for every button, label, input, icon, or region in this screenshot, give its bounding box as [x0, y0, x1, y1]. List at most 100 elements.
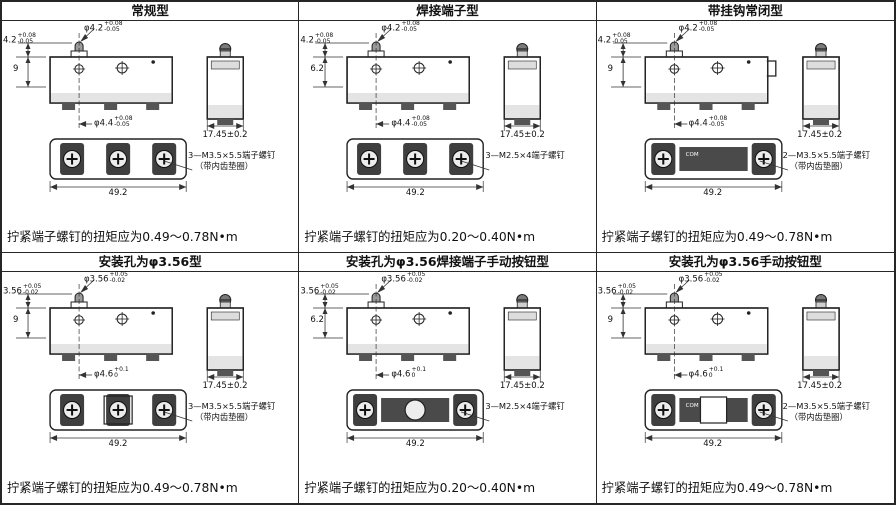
screw-spec-note: 3—M2.5×4端子螺钉	[485, 150, 565, 160]
screw-spec-note: 2—M3.5×5.5端子螺钉	[782, 400, 870, 411]
dim-body-offset: 6.2	[310, 64, 324, 74]
washer-note: （带内齿垫圈）	[789, 161, 848, 171]
tolerance-stack: +0.1 0	[708, 365, 724, 379]
screw-spec-note: 3—M3.5×5.5端子螺钉	[188, 150, 276, 160]
dim-body-width: 17.45±0.2	[202, 130, 248, 140]
panel-title: 常规型	[2, 2, 299, 21]
tolerance-stack: +0.08 -0.05	[708, 115, 728, 129]
switch-technical-drawing	[610, 28, 840, 193]
tolerance-stack: +0.05 -0.02	[704, 270, 723, 284]
tolerance-stack: +0.1 0	[411, 365, 427, 379]
washer-note: （带内齿垫圈）	[195, 411, 254, 422]
dim-body-width: 17.45±0.2	[797, 380, 843, 391]
dim-plunger-diameter: φ4.2+0.08 -0.05	[381, 20, 420, 34]
tolerance-stack: +0.08 -0.05	[612, 32, 631, 46]
dim-plunger-height: 3.56+0.05 -0.02	[3, 282, 42, 296]
torque-note: 拧紧端子螺钉的扭矩应为0.20～0.40N•m	[304, 230, 536, 244]
dim-hole-diameter: φ4.4+0.08 -0.05	[391, 115, 430, 129]
dim-body-offset: 9	[607, 314, 614, 325]
dim-hole-diameter: φ4.6+0.1 0	[391, 365, 427, 379]
dim-body-width: 17.45±0.2	[202, 380, 248, 391]
dim-plunger-diameter: φ4.2+0.08 -0.05	[678, 20, 718, 34]
dim-plunger-height: 3.56+0.05 -0.02	[597, 282, 636, 296]
dim-body-length: 49.2	[108, 188, 128, 198]
dimension-drawing-area: φ4.2+0.08 -0.05 4.2+0.08 -0.05 9 φ4.4+0.…	[2, 20, 298, 226]
dim-body-offset: 9	[13, 314, 19, 325]
panel-title: 安装孔为φ3.56焊接端子手动按钮型	[299, 253, 596, 272]
dim-body-width: 17.45±0.2	[499, 130, 545, 140]
panel-title: 焊接端子型	[299, 2, 596, 21]
dimension-panel: 安装孔为φ3.56焊接端子手动按钮型 φ3.56+0.05 -0.02 3.56…	[299, 252, 597, 503]
dim-plunger-height: 3.56+0.05 -0.02	[300, 282, 339, 296]
tolerance-stack: +0.05 -0.02	[406, 270, 426, 284]
dim-plunger-diameter: φ3.56+0.05 -0.02	[678, 270, 723, 284]
switch-technical-drawing	[610, 279, 840, 443]
torque-note: 拧紧端子螺钉的扭矩应为0.49～0.78N•m	[601, 230, 833, 244]
tolerance-stack: +0.05 -0.02	[617, 282, 636, 296]
manual-button-circle	[404, 398, 427, 421]
dim-body-length: 49.2	[108, 438, 128, 449]
dim-plunger-diameter: φ3.56+0.05 -0.02	[84, 270, 128, 284]
dim-body-width: 17.45±0.2	[499, 380, 545, 391]
tolerance-stack: +0.05 -0.02	[22, 282, 42, 296]
terminal-label: COM	[685, 152, 699, 158]
panel-title: 带挂钩常闭型	[596, 2, 894, 21]
dim-body-length: 49.2	[405, 188, 425, 198]
washer-note: （带内齿垫圈）	[195, 161, 254, 171]
dimension-panel: 安装孔为φ3.56手动按钮型 φ3.56+0.05 -0.02 3.56+0.0…	[596, 252, 894, 503]
tolerance-stack: +0.08 -0.05	[698, 20, 718, 34]
dimension-drawing-area: φ3.56+0.05 -0.02 3.56+0.05 -0.02 9 φ4.6+…	[597, 270, 894, 477]
dim-body-width: 17.45±0.2	[797, 130, 843, 140]
tolerance-stack: +0.08 -0.05	[314, 32, 334, 46]
torque-note: 拧紧端子螺钉的扭矩应为0.20～0.40N•m	[304, 480, 536, 495]
panel-title: 安装孔为φ3.56手动按钮型	[596, 253, 894, 272]
dim-hole-diameter: φ4.6+0.1 0	[94, 365, 129, 379]
dimension-drawing-area: φ4.2+0.08 -0.05 4.2+0.08 -0.05 9 φ4.4+0.…	[597, 20, 894, 226]
torque-note: 拧紧端子螺钉的扭矩应为0.49～0.78N•m	[7, 480, 238, 495]
dimension-panel: 带挂钩常闭型 φ4.2+0.08 -0.05 4.2+0.08 -0.05 9 …	[596, 2, 894, 253]
panel-title: 安装孔为φ3.56型	[2, 253, 299, 272]
screw-spec-note: 3—M3.5×5.5端子螺钉	[188, 400, 276, 411]
switch-technical-drawing	[312, 279, 542, 443]
dim-hole-diameter: φ4.4+0.08 -0.05	[688, 115, 728, 129]
dim-body-offset: 6.2	[310, 314, 324, 325]
dim-body-length: 49.2	[405, 438, 425, 449]
dim-body-length: 49.2	[703, 438, 723, 449]
dim-body-offset: 9	[607, 64, 614, 74]
switch-technical-drawing	[312, 28, 542, 193]
terminal-label: COM	[685, 402, 699, 409]
tolerance-stack: +0.08 -0.05	[401, 20, 420, 34]
dim-plunger-height: 4.2+0.08 -0.05	[3, 32, 36, 46]
dim-body-length: 49.2	[703, 188, 723, 198]
dimension-panel: 安装孔为φ3.56型 φ3.56+0.05 -0.02 3.56+0.05 -0…	[2, 252, 300, 503]
hook-lever-shape	[766, 60, 777, 77]
tolerance-stack: +0.05 -0.02	[320, 282, 339, 296]
tolerance-stack: +0.08 -0.05	[104, 20, 123, 34]
dim-plunger-diameter: φ4.2+0.08 -0.05	[84, 20, 123, 34]
dimension-drawing-area: φ3.56+0.05 -0.02 3.56+0.05 -0.02 6.2 φ4.…	[299, 270, 595, 477]
tolerance-stack: +0.08 -0.05	[17, 32, 36, 46]
dim-plunger-diameter: φ3.56+0.05 -0.02	[381, 270, 426, 284]
dim-hole-diameter: φ4.4+0.08 -0.05	[94, 115, 133, 129]
dim-plunger-height: 4.2+0.08 -0.05	[300, 32, 334, 46]
dim-hole-diameter: φ4.6+0.1 0	[688, 365, 724, 379]
tolerance-stack: +0.1 0	[114, 365, 129, 379]
dim-plunger-height: 4.2+0.08 -0.05	[597, 32, 631, 46]
dim-body-offset: 9	[13, 64, 19, 74]
switch-technical-drawing	[15, 279, 244, 443]
dimension-drawing-area: φ3.56+0.05 -0.02 3.56+0.05 -0.02 9 φ4.6+…	[2, 270, 298, 477]
torque-note: 拧紧端子螺钉的扭矩应为0.49～0.78N•m	[7, 230, 238, 244]
dimension-drawing-area: φ4.2+0.08 -0.05 4.2+0.08 -0.05 6.2 φ4.4+…	[299, 20, 595, 226]
switch-technical-drawing	[15, 28, 244, 193]
screw-spec-note: 3—M2.5×4端子螺钉	[485, 400, 565, 411]
dimension-panel: 焊接端子型 φ4.2+0.08 -0.05 4.2+0.08 -0.05 6.2…	[299, 2, 597, 253]
tolerance-stack: +0.08 -0.05	[114, 115, 133, 129]
dimension-panel: 常规型 φ4.2+0.08 -0.05 4.2+0.08 -0.05 9 φ4.…	[2, 2, 300, 253]
screw-spec-note: 2—M3.5×5.5端子螺钉	[782, 150, 870, 160]
manual-button-square	[699, 395, 727, 424]
tolerance-stack: +0.05 -0.02	[109, 270, 128, 284]
torque-note: 拧紧端子螺钉的扭矩应为0.49～0.78N•m	[601, 480, 833, 495]
tolerance-stack: +0.08 -0.05	[411, 115, 430, 129]
washer-note: （带内齿垫圈）	[789, 411, 848, 422]
